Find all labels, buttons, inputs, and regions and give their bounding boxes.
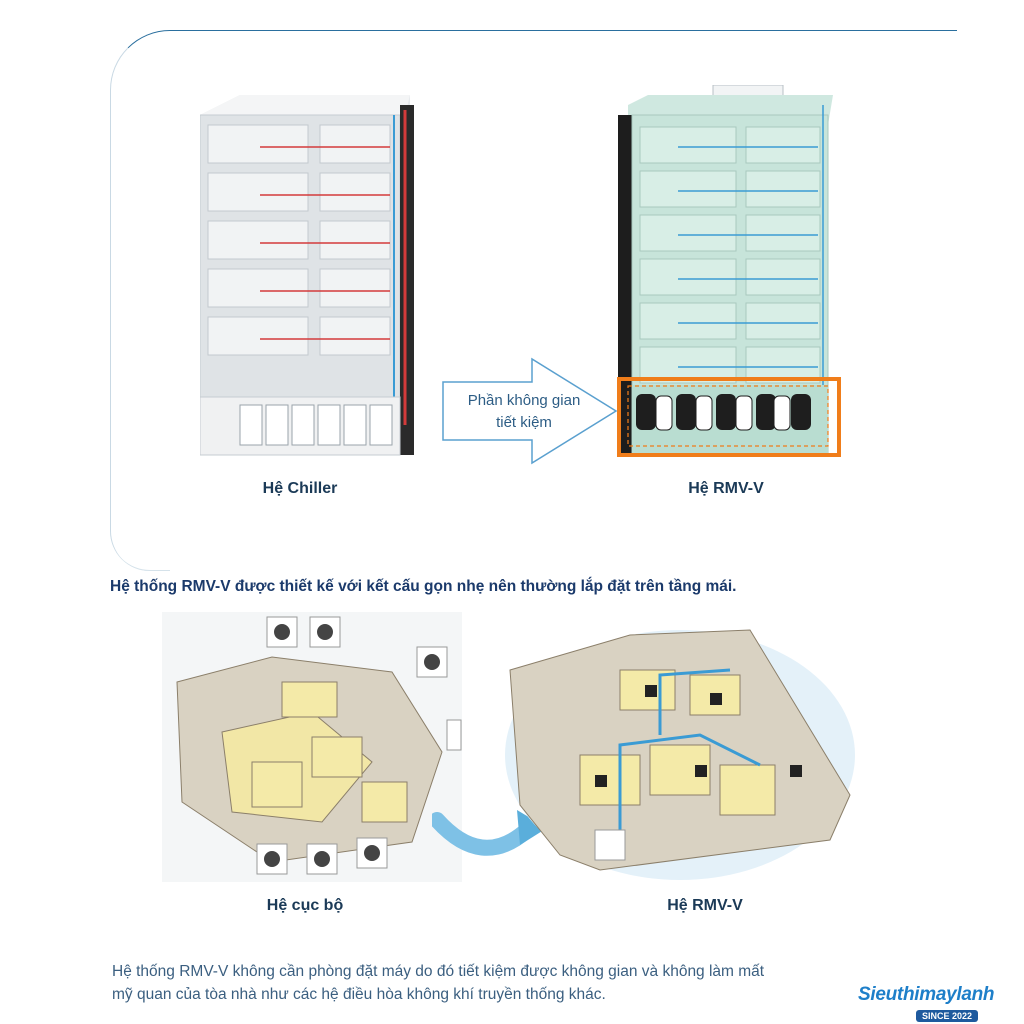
footer-note: Hệ thống RMV-V không cần phòng đặt máy d… [112,960,892,1006]
local-system-label: Hệ cục bộ [266,897,344,914]
saved-space-caption: Phần không gian tiết kiệm [444,390,604,434]
brand-name: Sieuthimaylanh [858,984,995,1005]
local-system-floorplan [162,612,462,882]
rmv-top-label: Hệ RMV-V [688,480,764,497]
saved-space-highlight [617,377,841,457]
brand-tagline: SINCE 2022 [916,1010,979,1022]
saved-space-line2: tiết kiệm [496,414,552,431]
brand-logo[interactable]: Sieuthimaylanh SINCE 2022 [858,984,1022,1024]
chiller-building-illustration [200,95,414,456]
curved-arrow-icon [432,810,547,856]
section-heading: Hệ thống RMV-V được thiết kế với kết cấu… [110,578,737,595]
rmv-bottom-label: Hệ RMV-V [667,897,743,914]
chiller-label: Hệ Chiller [262,480,338,497]
saved-space-line1: Phần không gian [467,392,581,409]
footer-line2: mỹ quan của tòa nhà như các hệ điều hòa … [112,986,606,1003]
rmv-system-floorplan [505,629,855,880]
arrow-right-icon [442,357,618,465]
footer-line1: Hệ thống RMV-V không cần phòng đặt máy d… [112,963,765,980]
